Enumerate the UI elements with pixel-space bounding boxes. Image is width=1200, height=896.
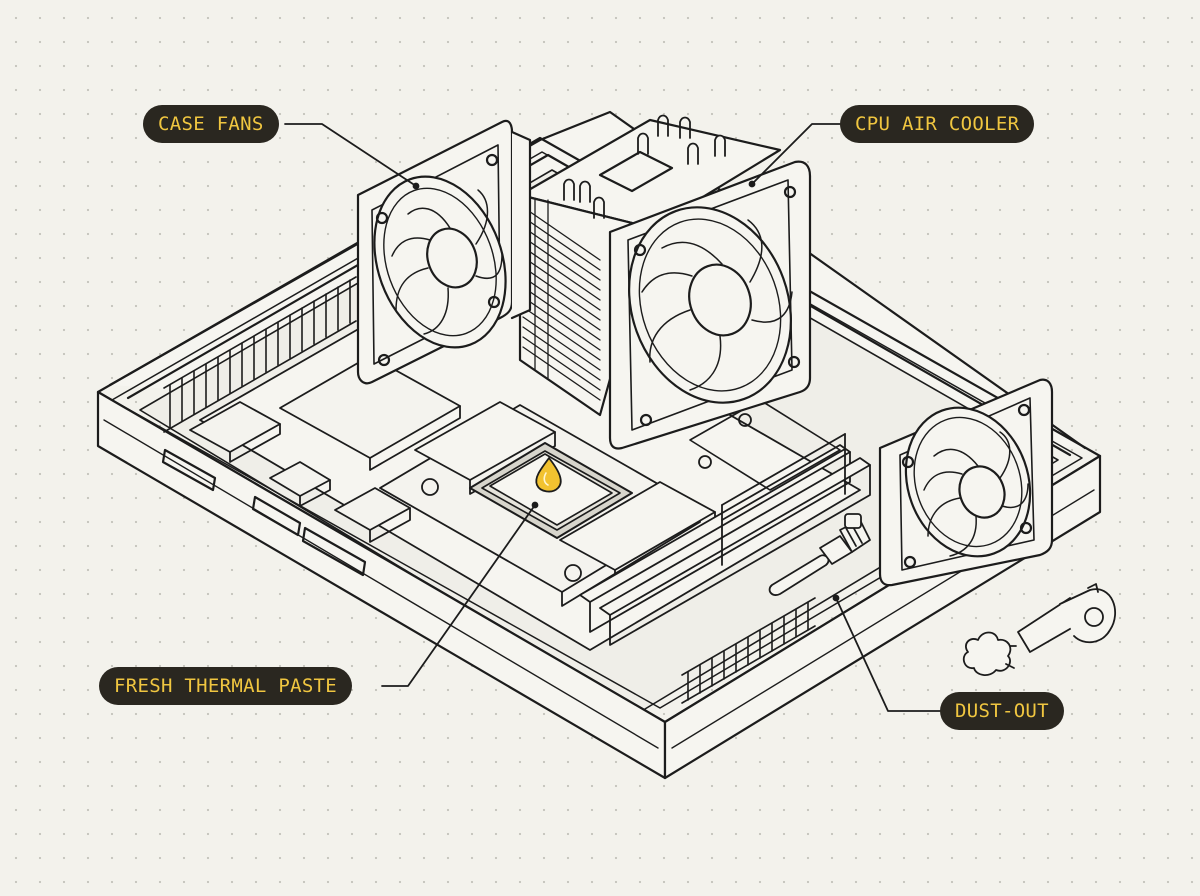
fan-icon	[608, 160, 812, 450]
dust-puff-icon	[962, 631, 1017, 676]
leader-lines	[284, 123, 941, 712]
air-blower-icon	[1017, 583, 1116, 653]
brush-icon	[768, 513, 871, 596]
fan-icon	[878, 378, 1054, 587]
fresh-thermal-paste-label: FRESH THERMAL PASTE	[99, 667, 353, 705]
thermal-paste-drop-icon	[535, 457, 562, 493]
cpu-air-cooler-label: CPU AIR COOLER	[840, 105, 1035, 143]
ram-modules	[579, 433, 871, 646]
fan-icon	[356, 119, 532, 385]
dust-out-label: DUST-OUT	[940, 692, 1064, 730]
case-fans-label: CASE FANS	[143, 105, 279, 143]
